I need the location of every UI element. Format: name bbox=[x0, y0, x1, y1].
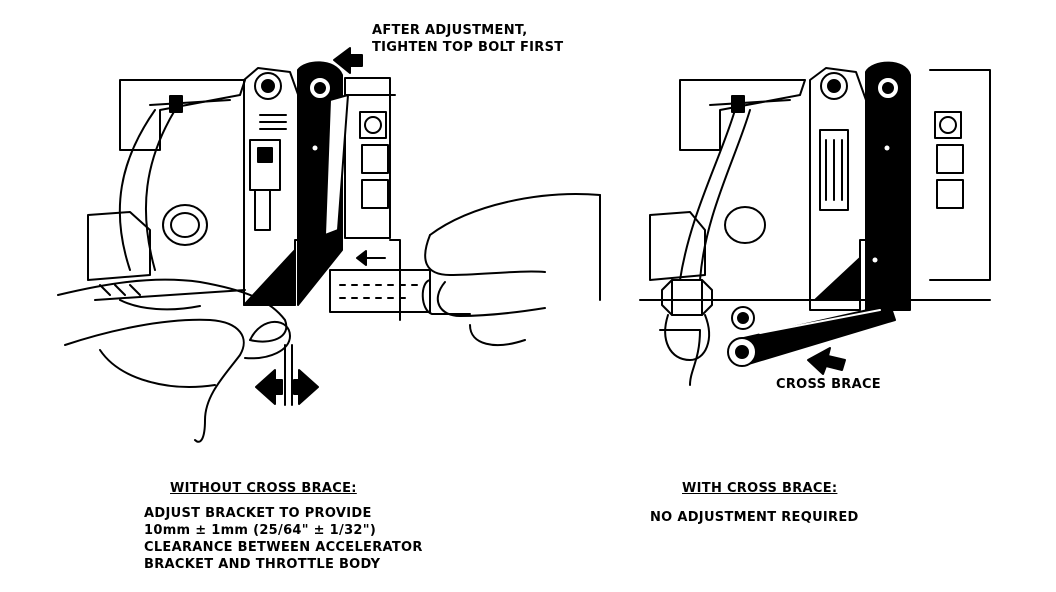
right-accelerator-bracket bbox=[809, 67, 867, 311]
left-black-bracket bbox=[297, 61, 349, 306]
clearance-arrows bbox=[304, 250, 386, 270]
right-hand bbox=[421, 193, 601, 346]
without-cross-brace-heading: WITHOUT CROSS BRACE: bbox=[170, 481, 357, 496]
adjust-direction-arrows bbox=[255, 344, 319, 406]
no-adjustment-text: NO ADJUSTMENT REQUIRED bbox=[650, 510, 859, 525]
without-cross-brace-instructions: ADJUST BRACKET TO PROVIDE 10mm ± 1mm (25… bbox=[144, 505, 423, 573]
after-adjustment-callout: AFTER ADJUSTMENT, TIGHTEN TOP BOLT FIRST bbox=[372, 22, 563, 56]
after-adjustment-line2: TIGHTEN TOP BOLT FIRST bbox=[372, 40, 564, 55]
cross-brace-arrow bbox=[807, 347, 846, 375]
top-bolt-arrow bbox=[333, 47, 363, 74]
left-hand bbox=[57, 278, 291, 443]
right-black-bracket bbox=[865, 61, 911, 311]
instruction-line: CLEARANCE BETWEEN ACCELERATOR bbox=[144, 540, 423, 555]
ruler bbox=[329, 269, 431, 313]
cross-brace bbox=[727, 304, 896, 367]
instruction-line: BRACKET AND THROTTLE BODY bbox=[144, 557, 381, 572]
right-nut bbox=[661, 279, 713, 361]
with-cross-brace-heading: WITH CROSS BRACE: bbox=[682, 481, 838, 496]
instruction-line: 10mm ± 1mm (25/64" ± 1/32") bbox=[144, 523, 377, 538]
after-adjustment-line1: AFTER ADJUSTMENT, bbox=[372, 23, 528, 38]
left-accelerator-bracket bbox=[243, 67, 301, 306]
left-throttle-body bbox=[87, 77, 401, 321]
cross-brace-label: CROSS BRACE bbox=[776, 377, 881, 392]
instruction-line: ADJUST BRACKET TO PROVIDE bbox=[144, 506, 372, 521]
